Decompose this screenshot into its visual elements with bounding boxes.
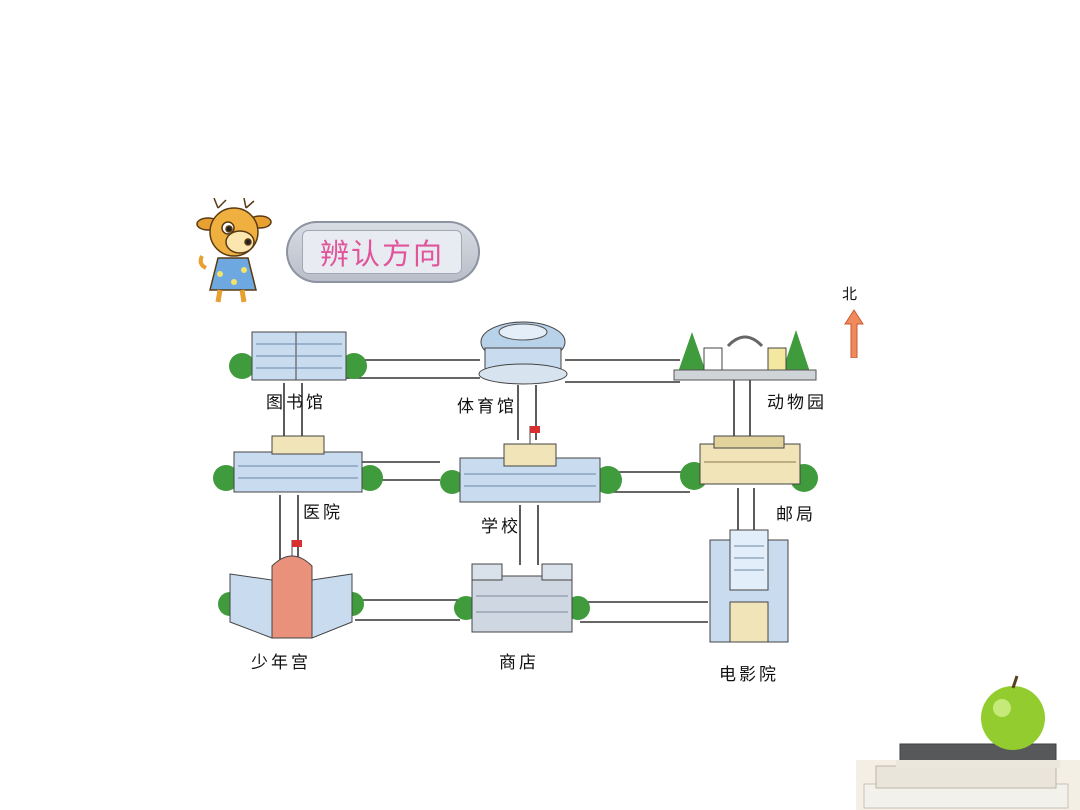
north-label: 北	[842, 285, 858, 303]
place-label-library: 图书馆	[266, 393, 326, 413]
deer-mascot	[196, 198, 272, 303]
page-title: 辨认方向	[302, 230, 462, 274]
youth-palace-icon	[218, 540, 364, 639]
books-apple-decoration	[856, 675, 1080, 810]
cinema-icon	[709, 529, 789, 643]
place-label-school: 学校	[481, 517, 521, 537]
place-label-post-office: 邮局	[776, 505, 816, 525]
place-label-shop: 商店	[499, 653, 539, 673]
place-label-youth-palace: 少年宫	[251, 653, 311, 673]
gym-icon	[478, 321, 568, 385]
shop-icon	[454, 563, 590, 633]
title-badge: 辨认方向	[286, 221, 480, 283]
school-icon	[440, 426, 622, 503]
hospital-icon	[213, 435, 383, 493]
post-office-icon	[680, 435, 818, 492]
north-arrow-icon	[844, 309, 864, 358]
place-label-zoo: 动物园	[767, 393, 827, 413]
library-icon	[229, 331, 367, 381]
zoo-icon	[673, 330, 817, 381]
place-label-hospital: 医院	[303, 503, 343, 523]
place-label-cinema: 电影院	[719, 665, 779, 685]
place-label-gym: 体育馆	[457, 397, 517, 417]
